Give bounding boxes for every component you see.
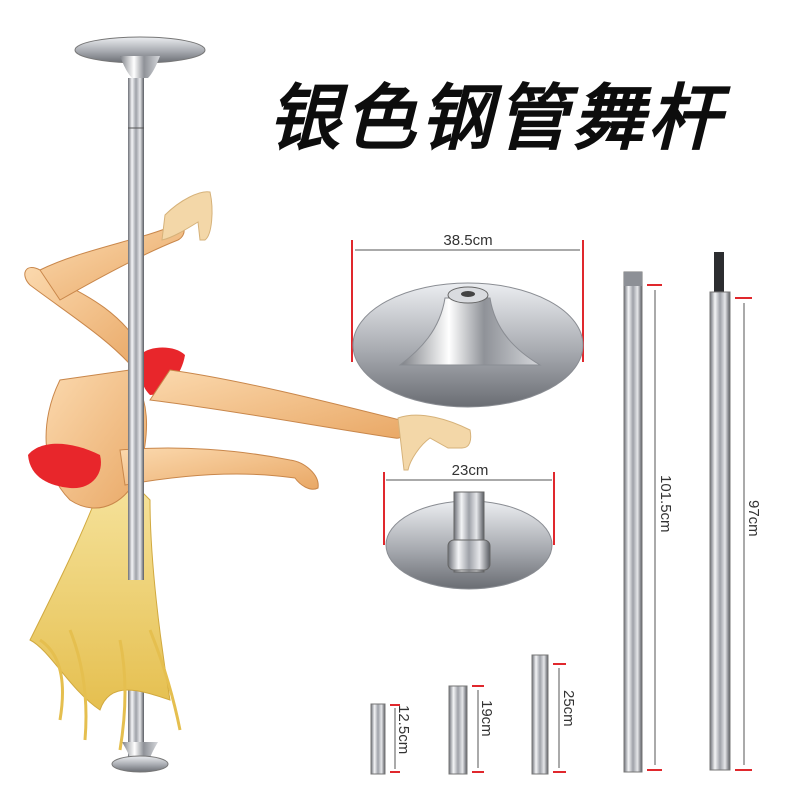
dancer-illustration	[24, 191, 472, 751]
product-title: 银色钢管舞杆	[268, 75, 725, 160]
ext-mid-dimension: 19cm	[478, 700, 495, 737]
extension-mid	[448, 685, 484, 775]
upper-tube	[709, 252, 752, 771]
large-base	[351, 240, 584, 408]
long-tube-dimension: 101.5cm	[657, 475, 674, 533]
upper-tube-dimension: 97cm	[745, 500, 762, 537]
large-base-dimension: 38.5cm	[443, 232, 493, 249]
ext-long-dimension: 25cm	[560, 690, 577, 727]
long-tube	[623, 271, 662, 773]
extension-short	[370, 703, 400, 775]
small-base	[383, 472, 555, 590]
extension-long	[531, 654, 566, 775]
pole-front-segment	[128, 200, 144, 580]
ext-short-dimension: 12.5cm	[395, 705, 412, 755]
small-base-dimension: 23cm	[451, 462, 489, 479]
